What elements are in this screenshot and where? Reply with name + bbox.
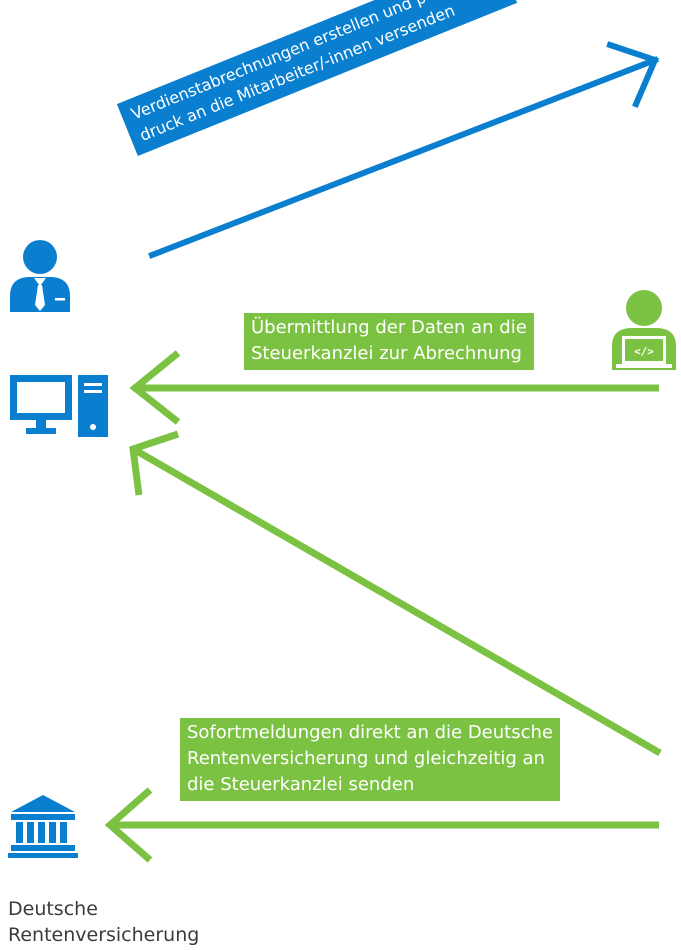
tax-advisor-laptop-icon: </> [612, 290, 676, 370]
pension-insurance-building-icon [8, 795, 78, 858]
data-transfer-label-line2: Steuerkanzlei zur Abrechnung [251, 343, 522, 365]
green-arrow-pension [104, 787, 659, 863]
institution-caption-line2: Rentenversicherung [8, 924, 200, 946]
institution-caption-line1: Deutsche [8, 898, 98, 920]
green-arrow-diagonal [129, 430, 662, 757]
data-transfer-label-line1: Übermittlung der Daten an die [251, 317, 527, 338]
employer-person-icon [10, 240, 70, 312]
blue-arrow [148, 41, 660, 259]
immediate-reports-label-line1: Sofortmeldungen direkt an die Deutsche [187, 722, 553, 743]
immediate-reports-label-line2: Rentenversicherung und gleichzeitig an [187, 748, 545, 770]
institution-caption: Deutsche Rentenversicherung [8, 896, 199, 948]
immediate-reports-label: Sofortmeldungen direkt an die Deutsche R… [180, 718, 560, 802]
computer-icon [10, 375, 108, 437]
green-arrow-data-transfer [129, 350, 659, 425]
svg-text:</>: </> [634, 345, 654, 358]
immediate-reports-label-line3: die Steuerkanzlei senden [187, 774, 415, 796]
data-transfer-label: Übermittlung der Daten an die Steuerkanz… [244, 313, 534, 371]
